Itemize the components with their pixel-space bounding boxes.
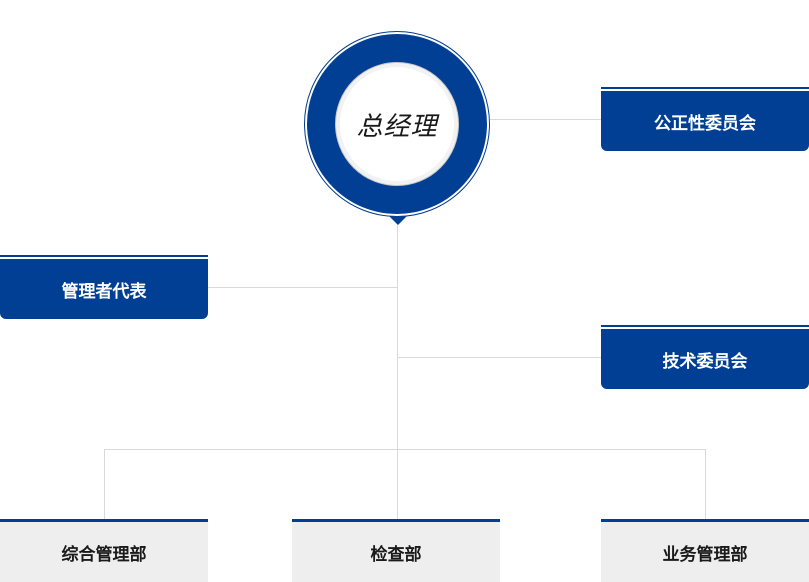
connector-gm-to-fairness	[490, 119, 601, 120]
department-box-general-admin: 综合管理部	[0, 519, 208, 582]
technical-committee-topline	[601, 325, 809, 327]
connector-dept-left	[104, 449, 105, 519]
connector-dept-horizontal	[104, 449, 706, 450]
fairness-committee-topline	[601, 87, 809, 89]
technical-committee-box: 技术委员会	[601, 325, 809, 389]
fairness-committee-box: 公正性委员会	[601, 87, 809, 151]
department-box-business-admin: 业务管理部	[601, 519, 809, 582]
connector-technical	[397, 357, 601, 358]
connector-main-trunk	[397, 225, 398, 519]
down-pointer-icon	[389, 216, 407, 225]
management-rep-box: 管理者代表	[0, 255, 208, 319]
technical-committee-label: 技术委员会	[662, 351, 748, 372]
management-rep-topline	[0, 255, 208, 257]
department-label: 综合管理部	[61, 544, 147, 565]
connector-management-rep	[208, 287, 398, 288]
connector-dept-right	[705, 449, 706, 519]
department-label: 业务管理部	[662, 544, 748, 565]
general-manager-node: 总经理	[340, 67, 454, 181]
department-box-inspection: 检查部	[292, 519, 500, 582]
general-manager-label: 总经理	[356, 111, 438, 142]
fairness-committee-label: 公正性委员会	[654, 113, 756, 134]
management-rep-label: 管理者代表	[61, 281, 147, 302]
department-label: 检查部	[370, 544, 422, 565]
